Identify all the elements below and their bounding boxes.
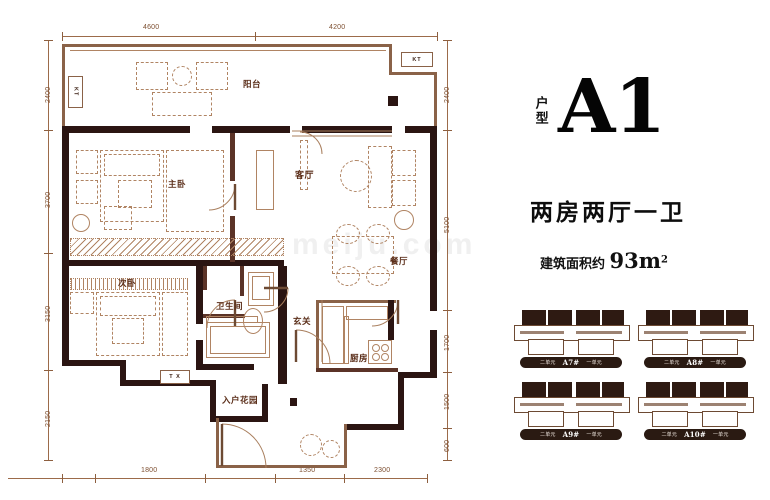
dim-top-2: 4200 [329, 24, 346, 31]
master-plant [72, 214, 90, 232]
bath-shower-inner [252, 276, 270, 300]
master-bed-pillow [104, 154, 160, 176]
kt-marker-top: KT [401, 52, 433, 67]
living-coffee-table [340, 160, 372, 192]
garden-plant-1 [300, 434, 322, 456]
key-plan-a9-label: 二单元 A9# 一单元 [520, 429, 622, 440]
kitchen-upper-cabinet [346, 306, 388, 320]
dining-table [332, 236, 394, 274]
stove-burner-4 [381, 353, 389, 361]
key-plan-a8-right-unit: 一单元 [710, 360, 726, 366]
second-nightstand [70, 292, 94, 314]
key-plan-a9[interactable]: 二单元 A9# 一单元 [514, 382, 630, 446]
master-nightstand-left [76, 150, 98, 174]
floor-plan-drawing: KT KT T X [62, 44, 437, 469]
stove-burner-3 [372, 353, 380, 361]
key-plan-a7-right-unit: 一单元 [586, 360, 602, 366]
key-plan-a10-code: A10# [684, 430, 706, 439]
second-rug [112, 318, 144, 344]
master-window-hatch [70, 238, 284, 256]
balcony-table [172, 66, 192, 86]
kitchen-stove [368, 340, 392, 364]
second-bed [96, 292, 160, 356]
room-summary: 两房两厅一卫 [530, 199, 686, 226]
area-value: 93 [609, 248, 639, 273]
balcony-chair-1 [136, 62, 168, 90]
room-label-bathroom: 卫生间 [216, 302, 244, 312]
living-tv-unit [300, 140, 308, 190]
kt-marker-bottom: T X [160, 370, 190, 384]
key-plan-a10-left-unit: 二单元 [661, 432, 678, 438]
area-line: 建筑面积约 93m2 [540, 248, 668, 273]
kitchen-counter [322, 306, 344, 364]
master-stool [104, 206, 132, 230]
key-plan-a9-left-unit: 二单元 [540, 432, 556, 438]
room-label-kitchen: 厨房 [350, 354, 369, 364]
area-unit: m [638, 248, 662, 273]
garden-plant-2 [322, 440, 340, 458]
key-plan-a7[interactable]: 二单元 A7# 一单元 [514, 310, 630, 374]
room-label-balcony: 阳台 [243, 80, 262, 90]
stove-burner-2 [381, 344, 389, 352]
living-armchair-2 [392, 180, 416, 206]
key-plan-a7-label: 二单元 A7# 一单元 [520, 357, 622, 368]
key-plan-a9-right-unit: 一单元 [586, 432, 602, 438]
master-bed [100, 150, 164, 222]
master-rug [118, 180, 152, 208]
dim-top-1: 4600 [143, 24, 160, 31]
dim-bottom-2: 1350 [299, 467, 316, 474]
kitchen-divider [344, 316, 349, 364]
key-plan-a9-code: A9# [562, 430, 580, 439]
toilet [243, 308, 263, 334]
room-label-entry-hall: 玄关 [293, 317, 312, 327]
living-cabinet [256, 150, 274, 210]
room-label-entry-garden: 入户花园 [222, 396, 259, 406]
balcony-bench [152, 92, 212, 116]
stove-burner-1 [372, 344, 380, 352]
info-panel: 户型 A1 两房两厅一卫 建筑面积约 93m2 二单元 A7# 一单元 [500, 0, 770, 500]
room-label-second-bedroom: 次卧 [118, 279, 137, 289]
type-label: 户型 [532, 96, 548, 126]
master-wardrobe [166, 150, 224, 232]
second-window-hatch [70, 278, 188, 290]
key-plan-a10[interactable]: 二单元 A10# 一单元 [638, 382, 754, 446]
kt-marker-left: KT [68, 76, 83, 108]
key-plan-a7-left-unit: 二单元 [540, 360, 556, 366]
unit-code: A1 [558, 64, 666, 150]
living-side-plant [394, 210, 414, 230]
dim-bottom-3: 2300 [374, 467, 391, 474]
dining-chair-4 [366, 266, 390, 286]
key-plan-a8-left-unit: 二单元 [664, 360, 680, 366]
key-plan-a8[interactable]: 二单元 A8# 一单元 [638, 310, 754, 374]
bath-counter [206, 316, 258, 323]
room-label-master-bedroom: 主卧 [168, 180, 187, 190]
key-plan-a10-right-unit: 一单元 [712, 432, 729, 438]
key-plan-a8-label: 二单元 A8# 一单元 [644, 357, 746, 368]
room-label-living-room: 客厅 [295, 171, 315, 181]
key-plan-a8-code: A8# [686, 358, 704, 367]
dining-chair-2 [366, 224, 390, 244]
area-superscript: 2 [661, 254, 668, 266]
dining-chair-3 [336, 266, 360, 286]
key-plan-a7-code: A7# [562, 358, 580, 367]
key-plan-a10-label: 二单元 A10# 一单元 [644, 429, 746, 440]
second-bed-pillow [100, 296, 156, 316]
bathtub-inner [210, 326, 266, 354]
area-prefix: 建筑面积约 [540, 257, 606, 272]
dim-bottom-1: 1800 [141, 467, 158, 474]
balcony-chair-2 [196, 62, 228, 90]
dining-chair-1 [336, 224, 360, 244]
living-armchair-1 [392, 150, 416, 176]
room-label-dining-room: 餐厅 [390, 257, 409, 267]
second-wardrobe [162, 292, 188, 356]
master-nightstand-left-2 [76, 180, 98, 204]
